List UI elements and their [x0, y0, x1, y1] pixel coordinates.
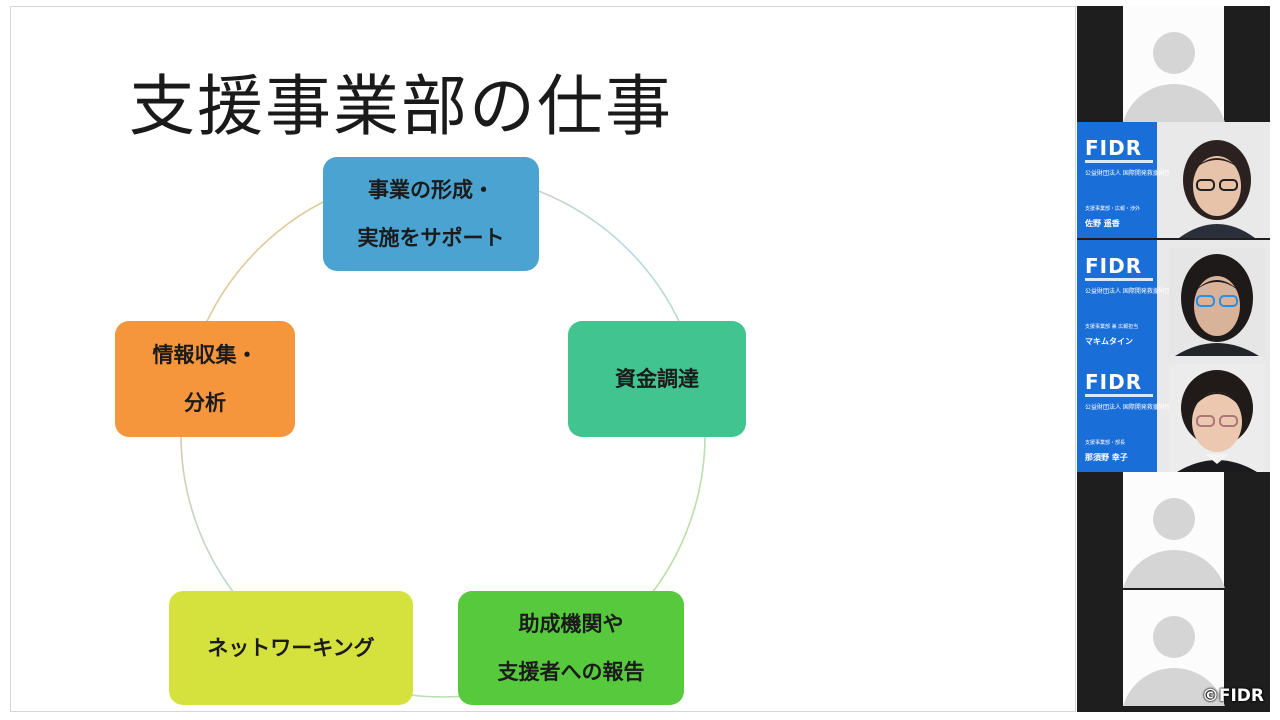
fidr-logo: FIDR — [1085, 136, 1143, 160]
participant-video-icon — [1169, 130, 1265, 238]
participant-name: 佐野 遥香 — [1085, 219, 1120, 228]
participant-tile[interactable]: FIDR 公益財団法人 国際開発救援財団 支援事業部 兼 広報担当 マキムタイン — [1077, 240, 1270, 356]
participant-tile[interactable]: FIDR 公益財団法人 国際開発救援財団 支援事業部・部長 那須野 幸子 — [1077, 356, 1270, 472]
node-info-analysis: 情報収集・ 分析 — [115, 321, 295, 437]
participant-tile[interactable] — [1077, 472, 1270, 588]
name-banner: FIDR 公益財団法人 国際開発救援財団 支援事業部・部長 那須野 幸子 — [1077, 356, 1171, 472]
participant-name: マキムタイン — [1085, 337, 1133, 346]
role-text: 支援事業部・部長 — [1085, 440, 1126, 446]
avatar-placeholder-icon — [1152, 616, 1195, 658]
node-line: 事業の形成・ — [368, 178, 494, 202]
node-networking: ネットワーキング — [169, 591, 413, 705]
role-text: 支援事業部・広報・渉外 — [1085, 206, 1141, 212]
node-funding: 資金調達 — [568, 321, 746, 437]
avatar-placeholder-icon — [1152, 32, 1195, 74]
fidr-logo: FIDR — [1085, 254, 1143, 278]
participant-tile[interactable] — [1077, 590, 1270, 706]
org-name: 公益財団法人 国際開発救援財団 — [1085, 288, 1171, 295]
name-banner: FIDR 公益財団法人 国際開発救援財団 支援事業部 兼 広報担当 マキムタイン — [1077, 240, 1171, 356]
node-line: ネットワーキング — [207, 636, 375, 660]
participant-video-icon — [1169, 248, 1265, 356]
org-name: 公益財団法人 国際開発救援財団 — [1085, 170, 1171, 177]
node-report: 助成機関や 支援者への報告 — [458, 591, 684, 705]
shared-slide: 支援事業部の仕事 事業の形成・ 実施をサポート 資金調達 助成機関や 支援者への… — [10, 6, 1076, 712]
avatar-placeholder-icon — [1152, 498, 1195, 540]
role-text: 支援事業部 兼 広報担当 — [1085, 324, 1139, 330]
participant-tile[interactable]: FIDR 公益財団法人 国際開発救援財団 支援事業部・広報・渉外 佐野 遥香 — [1077, 122, 1270, 238]
node-line: 情報収集・ — [152, 343, 258, 367]
copyright-watermark: ©FIDR — [1201, 686, 1264, 706]
node-line: 分析 — [184, 391, 226, 415]
node-line: 助成機関や — [518, 612, 624, 636]
participant-video-icon — [1169, 364, 1265, 472]
org-name: 公益財団法人 国際開発救援財団 — [1085, 404, 1171, 411]
name-banner: FIDR 公益財団法人 国際開発救援財団 支援事業部・広報・渉外 佐野 遥香 — [1077, 122, 1171, 238]
node-line: 支援者への報告 — [497, 660, 645, 684]
node-line: 実施をサポート — [357, 226, 505, 250]
fidr-logo: FIDR — [1085, 370, 1143, 394]
node-line: 資金調達 — [615, 367, 699, 391]
participant-name: 那須野 幸子 — [1085, 453, 1128, 462]
node-project-support: 事業の形成・ 実施をサポート — [323, 157, 539, 271]
slide-title: 支援事業部の仕事 — [129, 68, 673, 145]
participant-tile[interactable] — [1077, 6, 1270, 122]
